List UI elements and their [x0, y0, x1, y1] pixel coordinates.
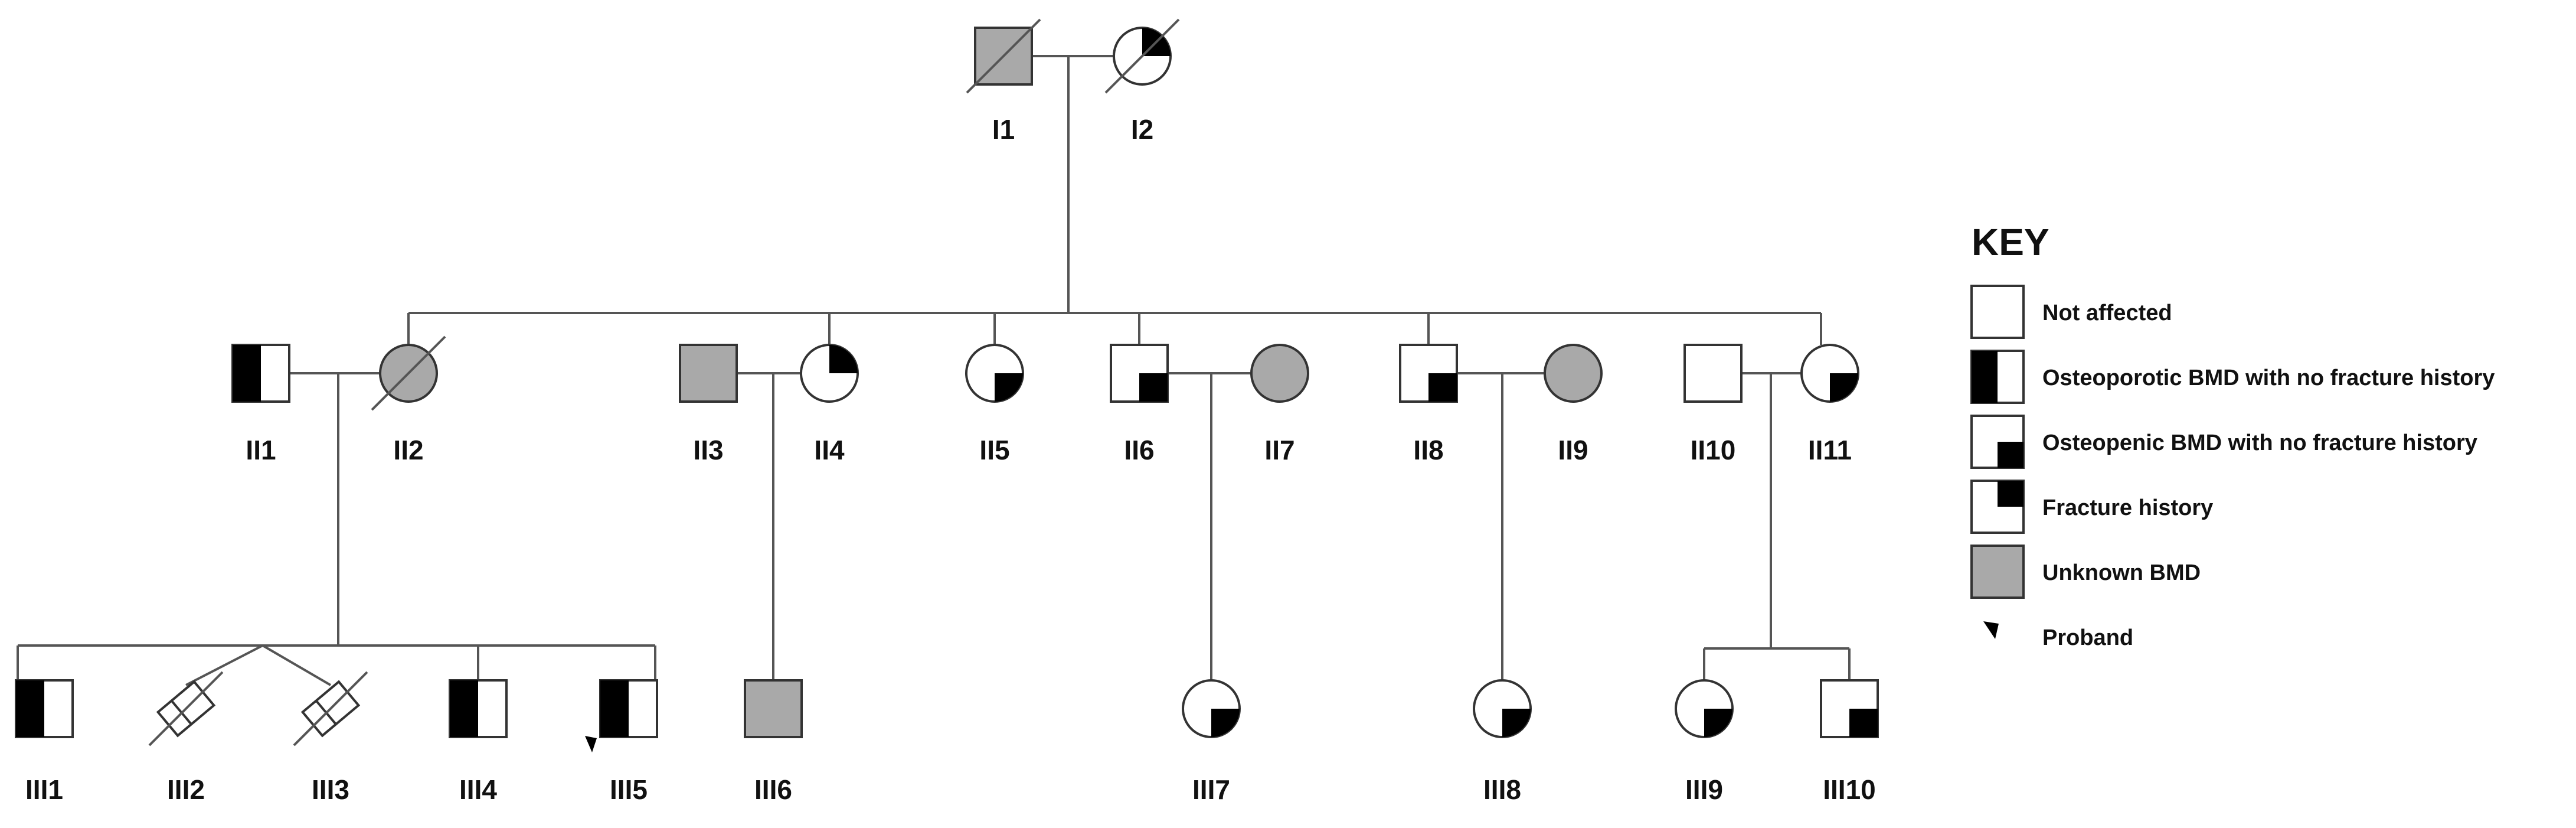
label-ii5: II5	[979, 435, 1009, 465]
key-item-fracture-history: Fracture history	[1970, 480, 2213, 534]
individual-ii8	[1399, 344, 1458, 403]
individual-iii6	[744, 679, 803, 738]
label-ii3: II3	[693, 435, 723, 465]
label-i1: I1	[992, 114, 1015, 145]
label-iii4: III4	[459, 774, 497, 805]
label-ii4: II4	[814, 435, 845, 465]
key-symbol-unknown-bmd	[1970, 545, 2025, 599]
individual-ii5	[965, 344, 1024, 403]
label-iii1: III1	[25, 774, 63, 805]
individual-iii2-deceased-slash	[148, 671, 224, 746]
individual-ii2-deceased-slash	[371, 335, 446, 411]
key-item-not-affected: Not affected	[1970, 285, 2172, 339]
label-iii10: III10	[1823, 774, 1876, 805]
individual-ii11-osteopenic-quadrant	[1830, 373, 1858, 402]
individual-ii6-osteopenic-quadrant	[1139, 373, 1168, 402]
key-title: KEY	[1972, 221, 2049, 263]
individual-ii3	[679, 344, 738, 403]
label-ii6: II6	[1124, 435, 1154, 465]
label-ii1: II1	[246, 435, 276, 465]
individual-iii4-osteoporotic-half	[450, 680, 478, 737]
individual-iii8-osteopenic-quadrant	[1502, 709, 1531, 737]
individual-i1	[966, 18, 1041, 94]
individual-i2	[1104, 18, 1180, 94]
individual-iii9	[1675, 679, 1734, 738]
drop-III2	[185, 644, 263, 686]
individual-iii9-osteopenic-quadrant	[1704, 709, 1732, 737]
individual-ii1-osteoporotic-half	[233, 345, 261, 402]
individual-i1-deceased-slash	[966, 18, 1041, 94]
individual-ii9	[1544, 344, 1603, 403]
individual-iii1	[15, 679, 74, 738]
label-iii8: III8	[1483, 774, 1521, 805]
individual-ii10-square	[1683, 344, 1743, 403]
individual-ii10	[1683, 344, 1743, 403]
label-i2: I2	[1131, 114, 1153, 145]
individual-iii2	[148, 671, 224, 746]
key-label-fracture-history: Fracture history	[2042, 496, 2213, 520]
individual-ii5-osteopenic-quadrant	[995, 373, 1023, 402]
individual-ii3-square	[679, 344, 738, 403]
individual-ii1	[231, 344, 290, 403]
label-ii9: II9	[1558, 435, 1588, 465]
key-label-proband: Proband	[2042, 625, 2133, 650]
key-label-osteoporotic: Osteoporotic BMD with no fracture histor…	[2042, 366, 2495, 390]
individual-ii4	[800, 344, 859, 403]
individual-i2-deceased-slash	[1104, 18, 1180, 94]
individual-iii3-deceased-slash	[293, 671, 368, 746]
individual-iii6-square	[744, 679, 803, 738]
key-fracture-fill	[1998, 481, 2023, 507]
individual-iii7-osteopenic-quadrant	[1211, 709, 1240, 737]
key-label-osteopenic: Osteopenic BMD with no fracture history	[2042, 431, 2477, 455]
label-ii10: II10	[1691, 435, 1736, 465]
individual-ii7	[1250, 344, 1309, 403]
individual-iii4	[449, 679, 508, 738]
individual-ii8-osteopenic-quadrant	[1428, 373, 1457, 402]
individual-iii5	[599, 679, 658, 738]
individual-ii11	[1800, 344, 1859, 403]
individual-iii3	[293, 671, 368, 746]
label-iii7: III7	[1192, 774, 1230, 805]
label-ii7: II7	[1264, 435, 1294, 465]
key-osteopenic-fill	[1998, 442, 2023, 468]
key-item-unknown-bmd: Unknown BMD	[1970, 545, 2201, 599]
individual-iii7	[1182, 679, 1241, 738]
individual-iii10-osteopenic-quadrant	[1849, 709, 1878, 737]
individual-ii6	[1110, 344, 1169, 403]
key-symbol-not-affected	[1970, 285, 2025, 339]
relationship-lines	[17, 55, 1851, 686]
label-iii6: III6	[754, 774, 792, 805]
label-ii2: II2	[393, 435, 423, 465]
individual-iii10	[1820, 679, 1879, 738]
individual-ii4-fracture-quadrant	[829, 345, 858, 373]
key-label-not-affected: Not affected	[2042, 301, 2172, 325]
label-iii2: III2	[167, 774, 205, 805]
label-iii3: III3	[312, 774, 349, 805]
individual-iii8	[1473, 679, 1532, 738]
key-osteoporotic-fill	[1972, 351, 1998, 403]
key-item-osteoporotic: Osteoporotic BMD with no fracture histor…	[1970, 350, 2495, 404]
key-label-unknown-bmd: Unknown BMD	[2042, 560, 2201, 585]
individual-iii1-osteoporotic-half	[16, 680, 44, 737]
proband-arrow-iii5	[585, 736, 597, 752]
individual-ii9-circle	[1544, 344, 1603, 403]
label-ii11: II11	[1808, 435, 1852, 465]
label-iii5: III5	[610, 774, 648, 805]
individual-ii2	[371, 335, 446, 411]
key-item-proband: Proband	[1983, 621, 2133, 650]
individuals	[15, 18, 1879, 752]
drop-III3	[261, 644, 332, 686]
key-item-osteopenic: Osteopenic BMD with no fracture history	[1970, 415, 2477, 469]
individual-ii7-circle	[1250, 344, 1309, 403]
individual-iii5-osteoporotic-half	[600, 680, 629, 737]
key-proband-symbol	[1983, 621, 1999, 639]
label-ii8: II8	[1413, 435, 1443, 465]
label-iii9: III9	[1685, 774, 1723, 805]
